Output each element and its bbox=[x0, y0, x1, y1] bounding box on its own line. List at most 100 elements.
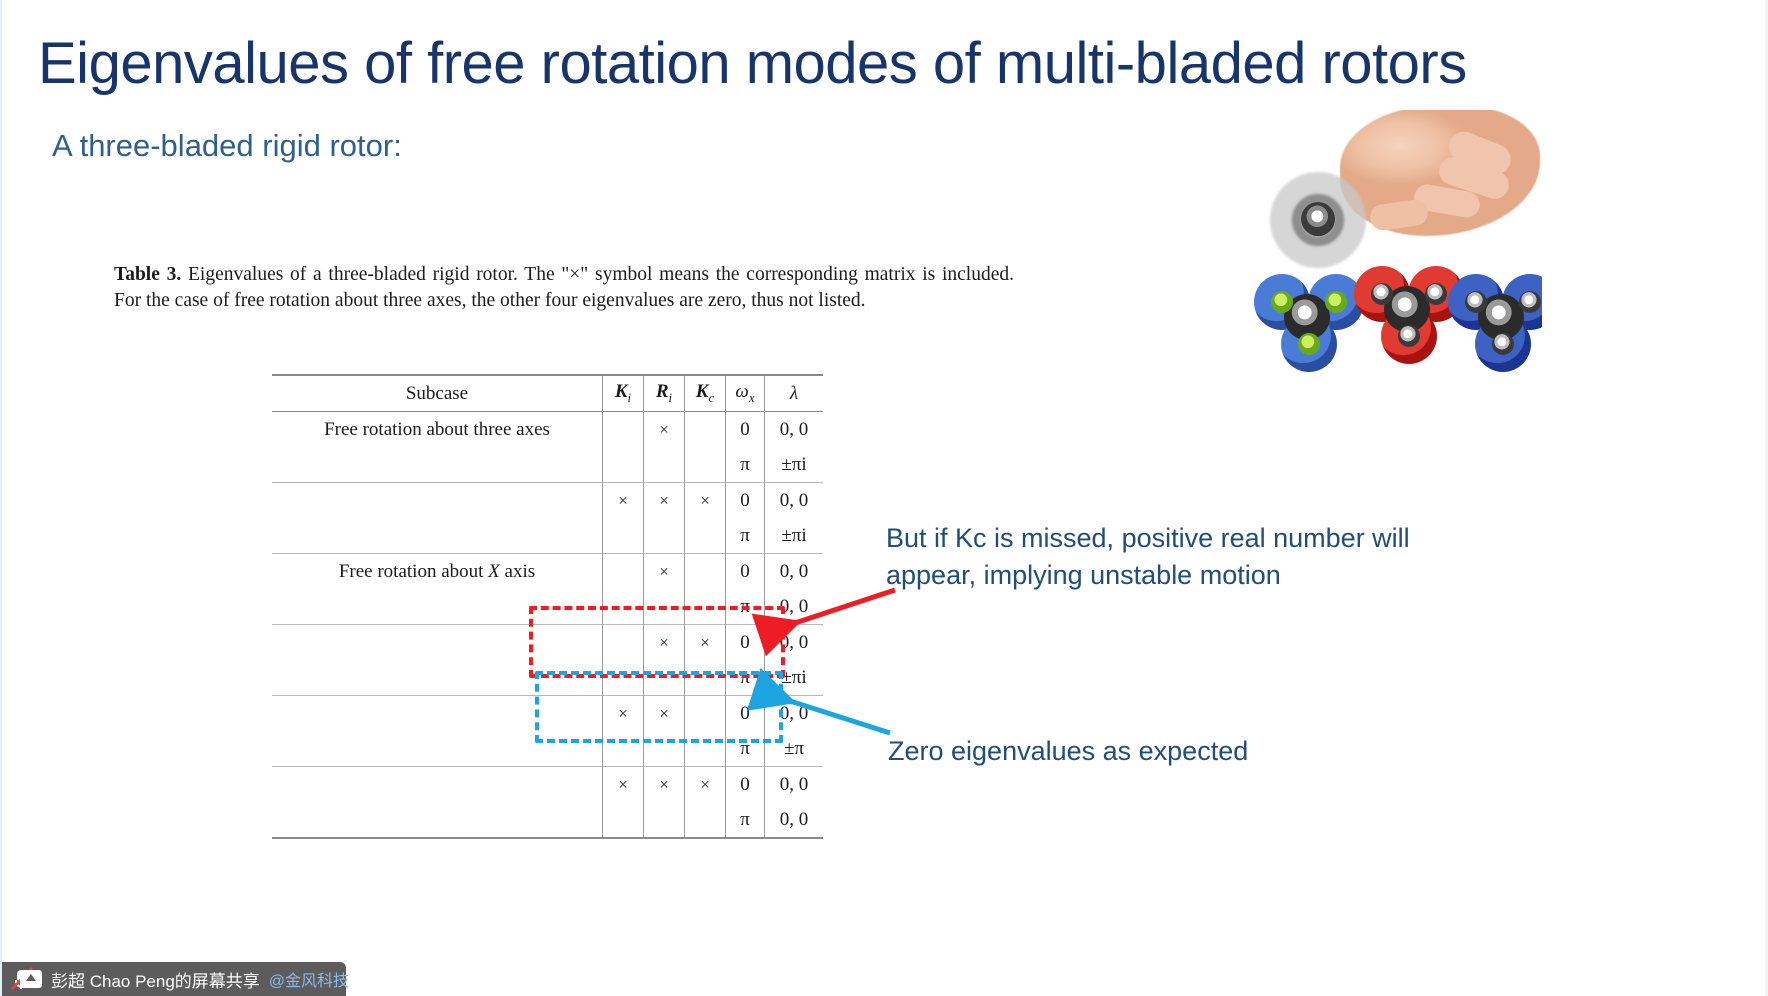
cell-lambda: ±πi bbox=[764, 447, 823, 483]
cell-kc: × bbox=[684, 624, 726, 660]
cell-kc bbox=[684, 589, 726, 625]
cell-kc: × bbox=[684, 482, 726, 518]
cell-subcase bbox=[272, 802, 603, 838]
cell-omega: π bbox=[725, 731, 765, 767]
cell-lambda: ±π bbox=[764, 731, 823, 767]
presenter-handle: @金风科技 bbox=[268, 973, 350, 990]
table-row: × × 0 0, 0 bbox=[272, 624, 823, 661]
cell-ki bbox=[602, 589, 644, 625]
cell-kc: × bbox=[684, 766, 726, 802]
table-caption-label: Table 3. bbox=[114, 264, 182, 285]
presenter-name: 彭超 Chao Peng的屏幕共享 bbox=[51, 971, 260, 991]
cell-ri: × bbox=[643, 695, 685, 731]
cell-ri: × bbox=[643, 482, 685, 518]
cell-subcase bbox=[272, 518, 603, 554]
cell-lambda: 0, 0 bbox=[764, 482, 823, 518]
axis-symbol: X bbox=[488, 560, 500, 582]
col-header-omega: ωx bbox=[725, 375, 765, 412]
cell-lambda: 0, 0 bbox=[764, 766, 823, 802]
cell-lambda: ±πi bbox=[764, 660, 823, 696]
cell-omega: 0 bbox=[725, 624, 765, 660]
table-caption-text: Eigenvalues of a three-bladed rigid roto… bbox=[114, 264, 1015, 311]
col-header-ri: Ri bbox=[643, 375, 685, 412]
col-header-lambda: λ bbox=[764, 375, 823, 412]
table-row: π ±πi bbox=[272, 518, 823, 554]
cell-subcase bbox=[272, 589, 603, 625]
cell-subcase bbox=[272, 483, 603, 519]
table-row-highlight-blue: π 0, 0 bbox=[272, 802, 823, 838]
cell-kc bbox=[684, 518, 726, 554]
cell-ri bbox=[643, 518, 685, 554]
cell-omega: π bbox=[725, 589, 765, 625]
table-row-highlight-blue: × × × 0 0, 0 bbox=[272, 766, 823, 803]
table-row: × × × 0 0, 0 bbox=[272, 482, 823, 519]
cell-ri bbox=[643, 731, 685, 767]
cell-omega: 0 bbox=[725, 482, 765, 518]
right-edge-strip bbox=[1765, 0, 1768, 996]
col-header-ki: Ki bbox=[602, 375, 644, 412]
cell-ri: × bbox=[643, 553, 685, 589]
cell-ri bbox=[643, 447, 685, 483]
cell-lambda: 0, 0 bbox=[764, 695, 823, 731]
col-header-kc: Kc bbox=[684, 375, 726, 412]
cell-kc bbox=[684, 660, 726, 696]
cell-omega: 0 bbox=[725, 766, 765, 802]
cell-ki bbox=[602, 553, 644, 589]
spinner-hub bbox=[1301, 202, 1335, 236]
cell-ki bbox=[602, 518, 644, 554]
screen-share-taskbar[interactable]: 彭超 Chao Peng的屏幕共享 @金风科技 bbox=[2, 962, 350, 996]
cell-lambda: 0, 0 bbox=[764, 553, 823, 589]
cell-lambda: 0, 0 bbox=[764, 802, 823, 838]
table-element: Subcase Ki Ri Kc ωx λ Free rotation abou… bbox=[272, 374, 823, 839]
cell-subcase: Free rotation about X axis bbox=[338, 560, 536, 582]
cell-kc bbox=[684, 553, 726, 589]
cell-ki: × bbox=[602, 766, 644, 802]
spinner-blue bbox=[1448, 268, 1542, 372]
cell-ri bbox=[643, 660, 685, 696]
cell-kc bbox=[684, 695, 726, 731]
table-row-highlight-red: π ±π bbox=[272, 731, 823, 767]
cell-lambda: ±πi bbox=[764, 518, 823, 554]
table-row: Free rotation about three axes × 0 0, 0 bbox=[272, 411, 823, 447]
cell-omega: 0 bbox=[725, 411, 765, 447]
cell-subcase bbox=[272, 447, 603, 483]
table-row-highlight-red: × × 0 0, 0 bbox=[272, 695, 823, 732]
col-header-subcase: Subcase bbox=[405, 382, 469, 404]
cell-lambda: 0, 0 bbox=[764, 589, 823, 625]
cell-omega: π bbox=[725, 447, 765, 483]
spinner-red bbox=[1354, 260, 1464, 364]
cell-omega: 0 bbox=[725, 553, 765, 589]
table-caption: Table 3. Eigenvalues of a three-bladed r… bbox=[114, 262, 1014, 313]
cell-ki bbox=[602, 411, 644, 447]
cell-ki bbox=[602, 802, 644, 838]
cell-subcase bbox=[272, 731, 603, 767]
cell-ki: × bbox=[602, 695, 644, 731]
spinner-green bbox=[1254, 268, 1364, 372]
table-row: Free rotation about X axis × 0 0, 0 bbox=[272, 553, 823, 589]
cell-omega: π bbox=[725, 518, 765, 554]
table-row: π 0, 0 bbox=[272, 589, 823, 625]
cell-lambda: 0, 0 bbox=[764, 411, 823, 447]
annotation-blue-text: Zero eigenvalues as expected bbox=[888, 736, 1249, 766]
cell-omega: π bbox=[725, 802, 765, 838]
eigenvalue-table: Subcase Ki Ri Kc ωx λ Free rotation abou… bbox=[272, 374, 823, 839]
cell-ri: × bbox=[643, 766, 685, 802]
screen-share-icon[interactable] bbox=[20, 970, 42, 988]
cell-subcase bbox=[272, 767, 603, 803]
table-row: π ±πi bbox=[272, 447, 823, 483]
cell-ri bbox=[643, 589, 685, 625]
cell-kc bbox=[684, 731, 726, 767]
cell-ki bbox=[602, 660, 644, 696]
table-row: π ±πi bbox=[272, 660, 823, 696]
cell-ri bbox=[643, 802, 685, 838]
table-body: Free rotation about three axes × 0 0, 0 … bbox=[272, 411, 823, 838]
cell-ki bbox=[602, 731, 644, 767]
cell-ri: × bbox=[643, 624, 685, 660]
cell-subcase bbox=[272, 625, 603, 661]
cell-omega: π bbox=[725, 660, 765, 696]
table-header-row: Subcase Ki Ri Kc ωx λ bbox=[272, 375, 823, 412]
cell-ki: × bbox=[602, 482, 644, 518]
cell-ri: × bbox=[643, 411, 685, 447]
annotation-red-text: But if Kc is missed, positive real numbe… bbox=[886, 523, 1410, 590]
cell-subcase bbox=[272, 696, 603, 732]
